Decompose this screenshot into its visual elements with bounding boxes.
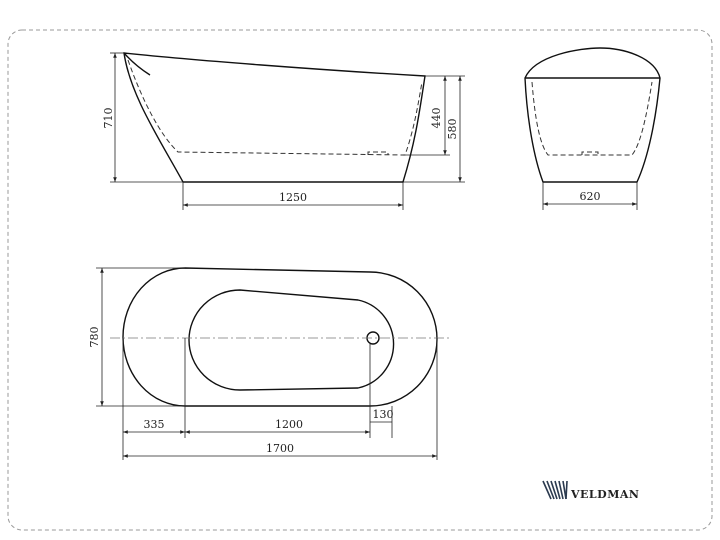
dim-label-inner-length: 1200 (275, 418, 303, 431)
dim-label-width-base: 620 (580, 190, 601, 203)
dim-label-height-rim: 580 (446, 119, 459, 140)
side-view: 710 440 580 1250 (102, 52, 465, 210)
side-view-drain-hidden (367, 151, 389, 155)
dim-label-offset-left: 335 (144, 418, 165, 431)
top-view-outline (122, 267, 438, 407)
side-view-outline (123, 52, 426, 183)
dim-label-drain-offset: 130 (373, 408, 394, 421)
side-view-inner-hidden (127, 59, 423, 156)
top-view-basin (188, 289, 395, 391)
dim-label-height-inner: 440 (430, 108, 443, 129)
dim-label-height-total: 710 (102, 108, 115, 129)
brand-mark-icon (542, 480, 568, 500)
brand-name: VELDMAN (570, 488, 639, 501)
end-view: 620 (524, 47, 661, 210)
side-view-rim (123, 52, 151, 76)
page-frame (7, 29, 713, 531)
dim-label-length-base: 1250 (279, 191, 307, 204)
end-view-drain-hidden (581, 151, 599, 155)
top-view: 780 335 1200 130 1700 (88, 267, 450, 460)
brand-logo: VELDMAN (542, 480, 639, 501)
end-view-inner-hidden (531, 81, 653, 156)
end-view-outline (524, 47, 661, 183)
dim-label-width: 780 (88, 327, 101, 348)
dim-label-length-total: 1700 (266, 442, 294, 455)
